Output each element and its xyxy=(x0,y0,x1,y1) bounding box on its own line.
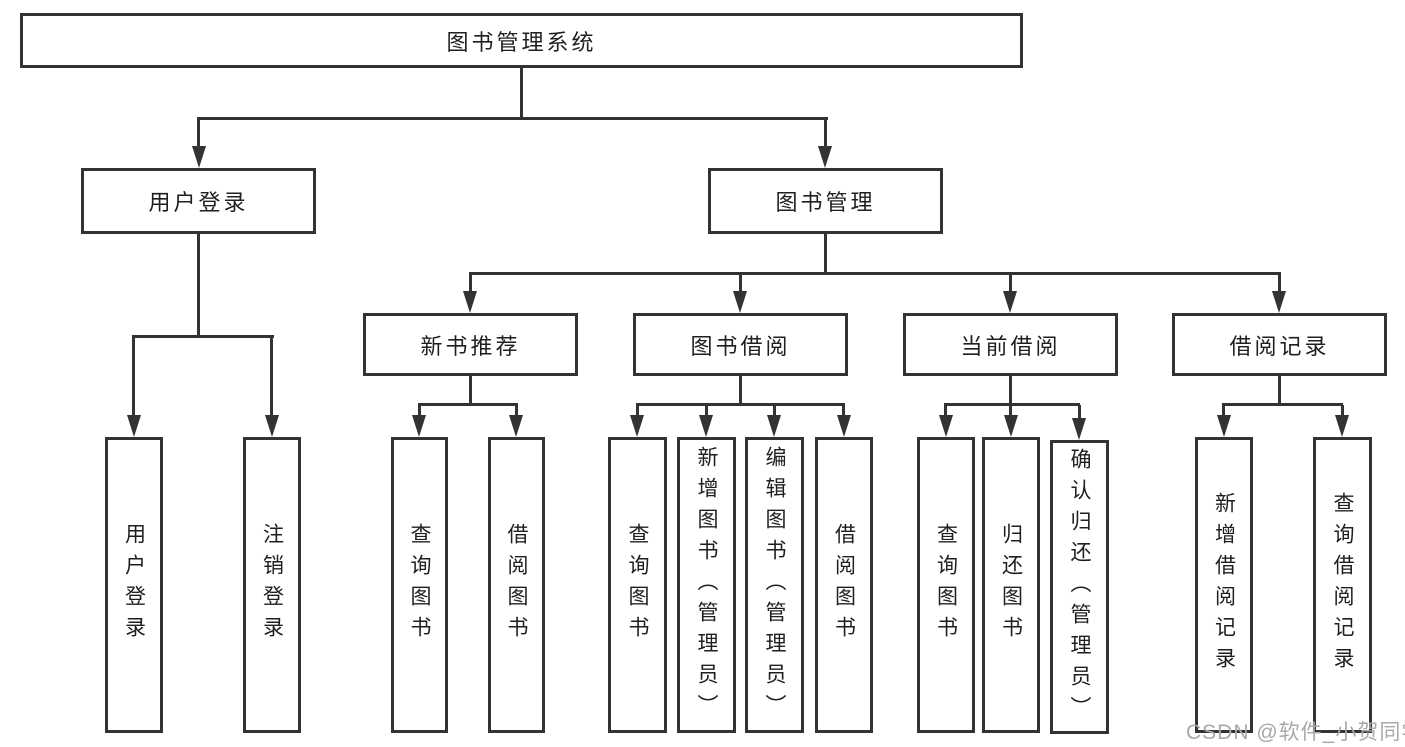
node-user-login-label: 用户登录 xyxy=(148,190,249,215)
arrowhead-down xyxy=(837,415,851,437)
leaf-user-login: 用户登录 xyxy=(105,437,163,733)
arrowhead-down xyxy=(818,146,832,168)
connector-line xyxy=(1009,376,1012,405)
connector-line xyxy=(1009,405,1012,416)
leaf-query-books-recommend: 查询图书 xyxy=(391,437,448,733)
connector-line xyxy=(824,119,827,148)
connector-line xyxy=(842,405,845,416)
node-current-borrowing: 当前借阅 xyxy=(903,313,1118,376)
arrowhead-down xyxy=(767,415,781,437)
leaf-confirm-return-admin: 确认归还（管理员） xyxy=(1050,440,1109,734)
connector-line xyxy=(739,274,742,293)
connector-line xyxy=(520,68,523,119)
arrowhead-down xyxy=(265,415,279,437)
connector-line xyxy=(418,405,421,416)
connector-line xyxy=(944,405,947,416)
connector-line xyxy=(469,272,1281,275)
connector-line xyxy=(636,405,639,416)
connector-line xyxy=(636,403,845,406)
connector-line xyxy=(132,337,135,417)
arrowhead-down xyxy=(463,291,477,313)
node-book-borrowing-label: 图书借阅 xyxy=(690,333,791,359)
leaf-edit-book-admin: 编辑图书（管理员） xyxy=(745,437,804,733)
connector-line xyxy=(824,234,827,274)
connector-line xyxy=(944,403,1080,406)
connector-line xyxy=(418,403,518,406)
connector-line xyxy=(132,335,274,338)
arrowhead-down xyxy=(1217,415,1231,437)
node-book-borrowing: 图书借阅 xyxy=(633,313,848,376)
connector-line xyxy=(1222,405,1225,416)
connector-line xyxy=(515,405,518,416)
connector-line xyxy=(1278,376,1281,405)
node-book-management-label: 图书管理 xyxy=(775,190,876,215)
arrowhead-down xyxy=(1072,418,1086,440)
watermark: CSDN @软件_小贺同学 xyxy=(1186,721,1405,744)
connector-line xyxy=(197,119,200,148)
node-user-login: 用户登录 xyxy=(81,168,316,234)
leaf-query-borrow-record: 查询借阅记录 xyxy=(1313,437,1372,733)
node-new-book-recommendation: 新书推荐 xyxy=(363,313,578,376)
connector-line xyxy=(197,234,200,337)
connector-line xyxy=(1009,274,1012,293)
arrowhead-down xyxy=(192,146,206,168)
node-borrowing-records: 借阅记录 xyxy=(1172,313,1387,376)
connector-line xyxy=(1278,274,1281,293)
arrowhead-down xyxy=(630,415,644,437)
connector-line xyxy=(705,405,708,416)
leaf-query-books-current: 查询图书 xyxy=(917,437,975,733)
node-current-borrowing-label: 当前借阅 xyxy=(960,333,1061,359)
node-book-management: 图书管理 xyxy=(708,168,943,234)
connector-line xyxy=(197,117,828,120)
connector-line xyxy=(1341,405,1344,416)
arrowhead-down xyxy=(127,415,141,437)
node-root: 图书管理系统 xyxy=(20,13,1023,68)
arrowhead-down xyxy=(1003,291,1017,313)
connector-line xyxy=(469,274,472,293)
connector-line xyxy=(1222,403,1343,406)
node-new-book-recommendation-label: 新书推荐 xyxy=(420,333,521,359)
arrowhead-down xyxy=(412,415,426,437)
arrowhead-down xyxy=(1272,291,1286,313)
arrowhead-down xyxy=(733,291,747,313)
leaf-add-borrow-record: 新增借阅记录 xyxy=(1195,437,1253,733)
connector-line xyxy=(469,376,472,405)
leaf-return-books: 归还图书 xyxy=(982,437,1040,733)
arrowhead-down xyxy=(1004,415,1018,437)
node-borrowing-records-label: 借阅记录 xyxy=(1229,333,1330,359)
leaf-logout: 注销登录 xyxy=(243,437,301,733)
leaf-borrow-books-recommend: 借阅图书 xyxy=(488,437,545,733)
connector-line xyxy=(1078,405,1081,419)
leaf-add-book-admin: 新增图书（管理员） xyxy=(677,437,736,733)
arrowhead-down xyxy=(1335,415,1349,437)
arrowhead-down xyxy=(939,415,953,437)
connector-line xyxy=(270,337,273,417)
arrowhead-down xyxy=(699,415,713,437)
node-root-label: 图书管理系统 xyxy=(446,29,597,55)
connector-line xyxy=(773,405,776,416)
arrowhead-down xyxy=(509,415,523,437)
leaf-query-books-borrowing: 查询图书 xyxy=(608,437,667,733)
leaf-borrow-books-borrowing: 借阅图书 xyxy=(815,437,873,733)
connector-line xyxy=(739,376,742,405)
